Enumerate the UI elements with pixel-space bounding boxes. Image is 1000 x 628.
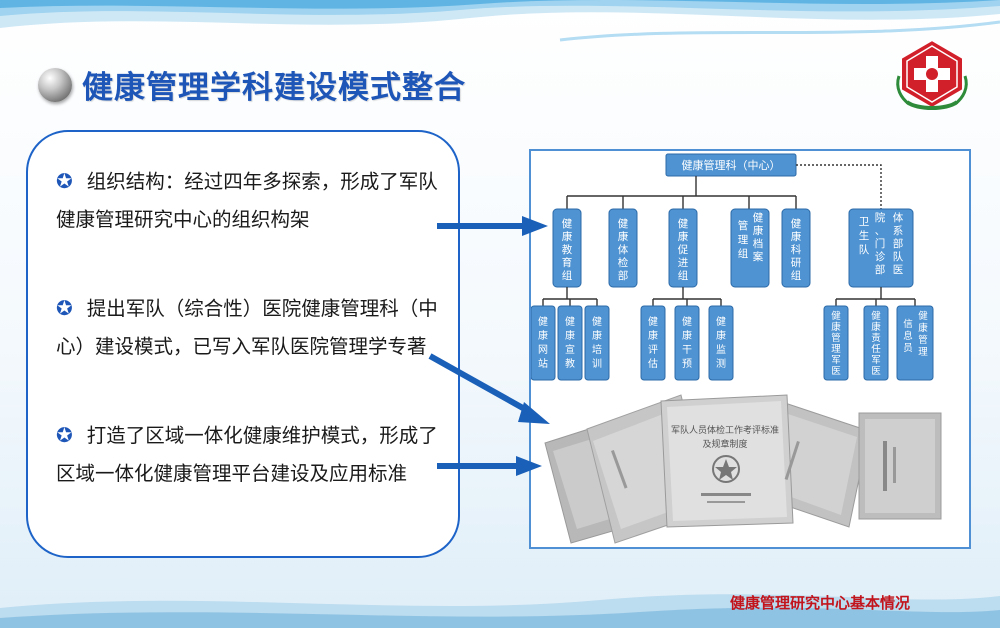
svg-text:健康科研组: 健康科研组 (791, 218, 802, 282)
svg-text:健康网站: 健康网站 (538, 316, 548, 370)
org-leaf-health-training: 健康培训 (584, 305, 610, 381)
star-bullet-icon: ✪ (56, 296, 73, 320)
org-group-5: 健康科研组 (781, 208, 811, 288)
point-3: ✪打造了区域一体化健康维护模式，形成了区域一体化健康管理平台建设及应用标准 (56, 416, 446, 493)
svg-text:健康体检部: 健康体检部 (618, 218, 629, 282)
point-2: ✪提出军队（综合性）医院健康管理科（中心）建设模式，已写入军队医院管理学专著 (56, 289, 446, 366)
emblem-icon (712, 455, 740, 483)
point-1: ✪组织结构：经过四年多探索，形成了军队健康管理研究中心的组织构架 (56, 162, 446, 239)
svg-text:卫生队: 卫生队 (859, 216, 870, 256)
title-area: 健康管理学科建设模式整合 (38, 62, 466, 107)
org-leaf-health-mgmt-doctor: 健康管理军医 (823, 305, 849, 381)
bottom-wave-decoration (0, 594, 1000, 628)
svg-text:健康评估: 健康评估 (648, 316, 658, 370)
org-leaf-health-assessment: 健康评估 (640, 305, 666, 381)
org-chart-figure: 健康管理科（中心） 健康教育组 健康体检部 健康促进组 (529, 149, 971, 549)
svg-text:健康宣教: 健康宣教 (565, 316, 575, 370)
star-bullet-icon: ✪ (56, 423, 73, 447)
point-2-text: 提出军队（综合性）医院健康管理科（中心）建设模式，已写入军队医院管理学专著 (56, 297, 438, 358)
document-collage: 军队人员体检工作考评标准 及规章制度 (544, 394, 942, 544)
page-title: 健康管理学科建设模式整合 (82, 70, 466, 106)
org-leaf-health-monitoring: 健康监测 (708, 305, 734, 381)
org-group-6: 卫生队 院、门诊部 体系部队医 (848, 208, 914, 288)
footer-caption: 健康管理研究中心基本情况 (730, 594, 911, 612)
org-group-2: 健康体检部 (608, 208, 638, 288)
svg-text:健康监测: 健康监测 (716, 316, 726, 370)
org-group-1: 健康教育组 (552, 208, 582, 288)
org-leaf-health-resp-doctor: 健康责任军医 (863, 305, 889, 381)
org-leaf-health-education: 健康宣教 (557, 305, 583, 381)
document-title-line1: 军队人员体检工作考评标准 (671, 424, 779, 436)
org-leaf-health-info-officer: 信息员 健康管理 (896, 305, 934, 381)
point-3-text: 打造了区域一体化健康维护模式，形成了区域一体化健康管理平台建设及应用标准 (56, 424, 438, 485)
svg-text:健康培训: 健康培训 (592, 316, 602, 370)
svg-text:院、门诊部: 院、门诊部 (875, 211, 886, 276)
svg-text:健康责任军医: 健康责任军医 (871, 310, 881, 377)
svg-text:体系部队医: 体系部队医 (893, 212, 904, 276)
svg-text:健康管理军医: 健康管理军医 (831, 310, 841, 377)
svg-text:健康管理: 健康管理 (918, 310, 928, 358)
org-group-4: 管理组 健康档案 (730, 208, 770, 288)
svg-text:健康促进组: 健康促进组 (678, 218, 689, 282)
org-leaf-health-website: 健康网站 (531, 305, 556, 381)
point-1-text: 组织结构：经过四年多探索，形成了军队健康管理研究中心的组织构架 (56, 170, 438, 231)
org-root-label: 健康管理科（中心） (682, 158, 781, 172)
org-group-3: 健康促进组 (668, 208, 698, 288)
title-bullet-icon (38, 67, 72, 102)
content-box: ✪组织结构：经过四年多探索，形成了军队健康管理研究中心的组织构架 ✪提出军队（综… (26, 130, 460, 558)
org-chart-svg: 健康管理科（中心） 健康教育组 健康体检部 健康促进组 (531, 153, 942, 544)
document-title-line2: 及规章制度 (702, 438, 747, 450)
svg-text:健康干预: 健康干预 (682, 316, 692, 370)
hospital-logo-icon (896, 38, 968, 110)
svg-text:健康教育组: 健康教育组 (562, 218, 573, 282)
svg-text:健康档案: 健康档案 (753, 212, 764, 263)
svg-text:信息员: 信息员 (903, 318, 913, 354)
org-leaf-health-intervention: 健康干预 (674, 305, 700, 381)
top-wave-decoration (0, 0, 1000, 42)
star-bullet-icon: ✪ (56, 169, 73, 193)
svg-text:管理组: 管理组 (738, 219, 749, 260)
